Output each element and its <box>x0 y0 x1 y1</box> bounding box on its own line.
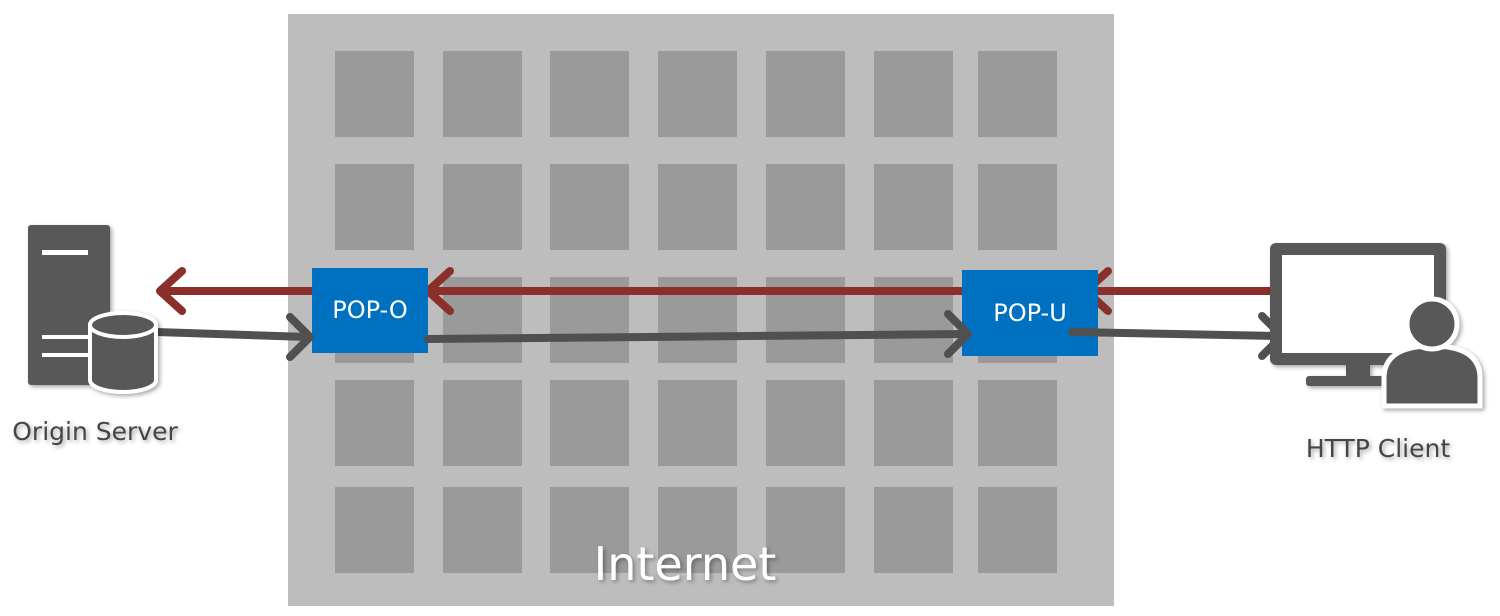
server-database-icon <box>28 225 158 394</box>
grid-cell <box>658 51 737 137</box>
pop-u-node: POP-U <box>962 270 1098 356</box>
grid-cell <box>550 487 629 573</box>
pop-o-node: POP-O <box>312 268 428 353</box>
database-icon <box>88 311 158 394</box>
grid-cell <box>443 487 522 573</box>
grid-cell <box>766 164 845 250</box>
user-icon <box>1381 296 1483 409</box>
grid-cell <box>978 380 1057 466</box>
pop-o-box <box>312 268 428 353</box>
pop-o-label: POP-O <box>332 296 408 324</box>
grid-cell <box>874 51 953 137</box>
internet-label: Internet <box>594 537 777 591</box>
grid-cell <box>658 164 737 250</box>
response-arrow-origin-to-pop-o <box>152 313 314 361</box>
grid-cell <box>550 380 629 466</box>
pop-u-label: POP-U <box>993 299 1067 327</box>
grid-cell <box>766 380 845 466</box>
grid-cell <box>335 51 414 137</box>
monitor-user-icon <box>1270 243 1483 409</box>
grid-cell <box>978 487 1057 573</box>
request-arrow-client-to-pop-u <box>1082 267 1289 315</box>
response-arrow-pop-o-to-pop-u <box>424 310 972 358</box>
grid-cell <box>335 164 414 250</box>
grid-cell <box>658 380 737 466</box>
grid-cell <box>335 380 414 466</box>
grid-cell <box>550 164 629 250</box>
grid-cell <box>443 51 522 137</box>
http-client-label: HTTP Client <box>1306 434 1450 463</box>
grid-cell <box>874 380 953 466</box>
grid-cell <box>978 164 1057 250</box>
origin-server-label: Origin Server <box>12 417 178 446</box>
response-flow <box>152 310 1286 361</box>
grid-cell <box>766 51 845 137</box>
grid-cell <box>766 487 845 573</box>
grid-cell <box>550 51 629 137</box>
grid-cell <box>874 487 953 573</box>
pop-u-box <box>962 270 1098 356</box>
grid-cell <box>335 487 414 573</box>
grid-cell <box>874 164 953 250</box>
request-arrow-pop-o-to-origin <box>156 267 334 315</box>
grid-cell <box>978 51 1057 137</box>
grid-cell <box>443 164 522 250</box>
grid-cell <box>658 487 737 573</box>
grid-cell <box>443 380 522 466</box>
